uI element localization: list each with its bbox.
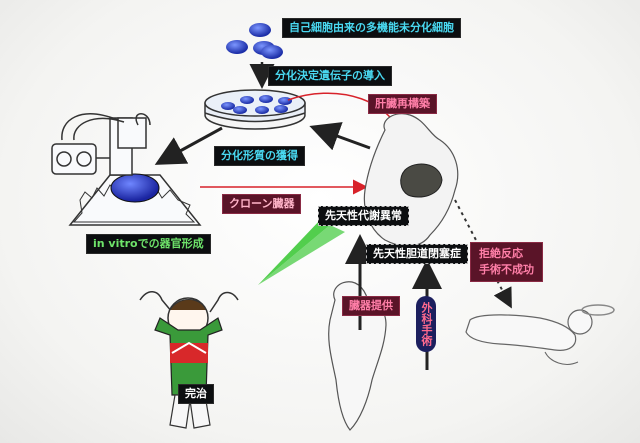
halo-icon	[581, 304, 615, 316]
label-liver-reconstruction: 肝臓再構築	[368, 94, 437, 114]
label-congenital-metabolic: 先天性代謝異常	[318, 206, 409, 226]
stem-cells-group	[226, 23, 283, 59]
stem-cell	[226, 40, 248, 54]
label-surgery: 外科手術	[416, 296, 436, 352]
label-cure: 完治	[178, 384, 214, 404]
label-gene-introduction: 分化決定遺伝子の導入	[268, 66, 392, 86]
arrow-rejection	[454, 199, 512, 309]
stem-cell	[249, 23, 271, 37]
petri-dish	[204, 89, 306, 130]
label-in-vitro: in vitroでの器官形成	[86, 234, 211, 254]
stem-cell	[261, 45, 283, 59]
label-organ-donation: 臓器提供	[342, 296, 400, 316]
arrow-to-flask	[154, 126, 223, 165]
patient-figure	[363, 113, 459, 247]
label-rejection: 拒絶反応 手術不成功	[470, 242, 543, 282]
green-beam	[258, 218, 330, 285]
bioreactor-flask	[51, 113, 202, 226]
child-figure	[139, 291, 239, 429]
label-congenital-biliary: 先天性胆道閉塞症	[366, 244, 468, 264]
label-clone-organ: クローン臓器	[222, 194, 302, 214]
arrow-to-dish-from-patient	[309, 122, 371, 151]
failure-figure	[465, 304, 615, 365]
label-differentiation: 分化形質の獲得	[214, 146, 305, 166]
donor-figure	[328, 281, 387, 431]
label-stem-cells: 自己細胞由来の多機能未分化細胞	[282, 18, 461, 38]
